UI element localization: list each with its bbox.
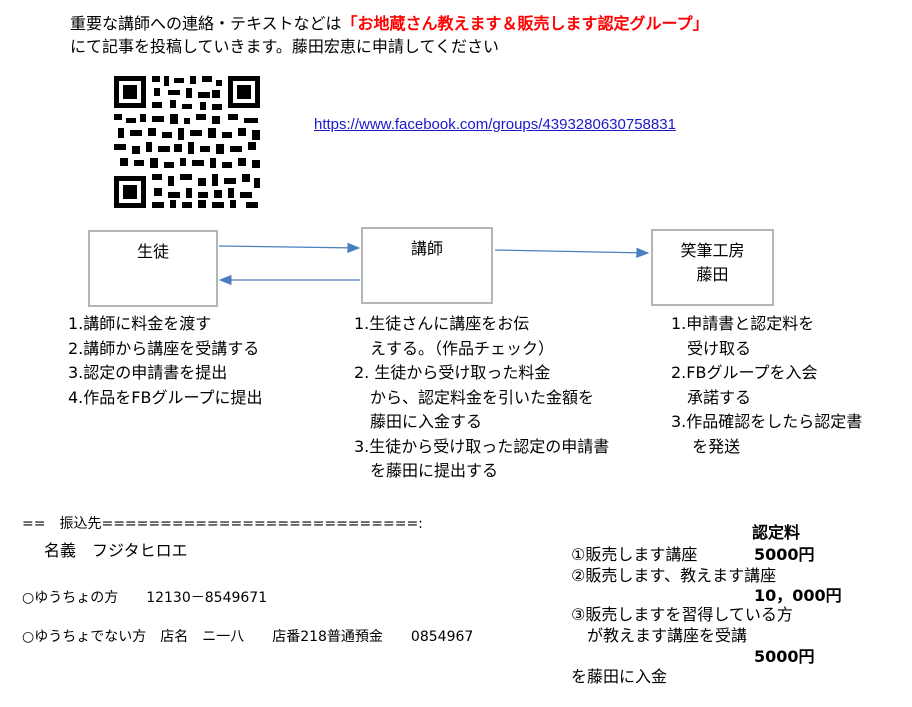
fee-item-3-label-1: ③販売しますを習得している方 bbox=[571, 605, 793, 624]
facebook-group-link[interactable]: https://www.facebook.com/groups/43932806… bbox=[314, 116, 676, 133]
list-item: 3.認定の申請書を提出 bbox=[68, 363, 228, 382]
list-item: 1.生徒さんに講座をお伝 bbox=[354, 314, 530, 333]
account-name: 名義 フジタヒロエ bbox=[44, 541, 188, 560]
list-item: 2. 生徒から受け取った料金 bbox=[354, 363, 551, 382]
fee-title: 認定料 bbox=[752, 523, 801, 542]
other-bank-account: ○ゆうちょでない方 店名 ニ一八 店番218普通預金 0854967 bbox=[22, 629, 474, 645]
fee-footer: を藤田に入金 bbox=[571, 667, 668, 686]
box-studio-label-1: 笑筆工房 bbox=[680, 241, 745, 260]
box-teacher-label: 講師 bbox=[410, 239, 443, 258]
student-steps: 1.講師に料金を渡す 2.講師から講座を受講する 3.認定の申請書を提出 4.作… bbox=[68, 312, 263, 410]
box-student: 生徒 bbox=[88, 230, 218, 307]
list-item: 4.作品をFBグループに提出 bbox=[68, 387, 263, 407]
header-line2: にて記事を投稿していきます。藤田宏恵に申請してください bbox=[70, 37, 499, 56]
qr-code-graphic bbox=[112, 74, 262, 210]
arrow-teacher-to-studio bbox=[494, 247, 650, 258]
list-item: 藤田に入金する bbox=[354, 412, 483, 431]
box-student-label: 生徒 bbox=[136, 242, 169, 261]
header-prefix: 重要な講師への連絡・テキストなどは bbox=[70, 14, 342, 33]
fee-item-3-price: 5000円 bbox=[754, 647, 815, 666]
list-item: 1.講師に料金を渡す bbox=[68, 314, 212, 333]
yucho-account: ○ゆうちょの方 12130－8549671 bbox=[22, 590, 268, 606]
list-item: 承諾する bbox=[671, 387, 752, 407]
list-item: 2.講師から講座を受講する bbox=[68, 338, 260, 358]
fee-item-3-label-2: が教えます講座を受講 bbox=[571, 626, 748, 645]
studio-steps: 1.申請書と認定料を 受け取る 2.FBグループを入会 承諾する 3.作品確認を… bbox=[671, 312, 862, 459]
list-item: 受け取る bbox=[671, 338, 752, 358]
header-line1: 重要な講師への連絡・テキストなどは「お地蔵さん教えます＆販売します認定グループ」 bbox=[70, 13, 709, 35]
bank-divider: == 振込先===========================: bbox=[22, 516, 423, 532]
box-teacher: 講師 bbox=[361, 227, 493, 304]
list-item: 2.FBグループを入会 bbox=[671, 363, 818, 382]
group-name-highlight: 「お地蔵さん教えます＆販売します認定グループ」 bbox=[341, 14, 709, 33]
box-studio: 笑筆工房 藤田 bbox=[651, 229, 774, 306]
list-item: 3.生徒から受け取った認定の申請書 bbox=[354, 436, 610, 456]
fee-item-1-label: ①販売します講座 bbox=[571, 545, 698, 564]
list-item: から、認定料金を引いた金額を bbox=[354, 387, 595, 407]
fee-item-2-label: ②販売します、教えます講座 bbox=[571, 566, 777, 585]
list-item: を藤田に提出する bbox=[354, 461, 499, 480]
fee-item-2-price: 10，000円 bbox=[754, 586, 842, 605]
box-studio-label-2: 藤田 bbox=[696, 265, 729, 284]
qr-code-icon bbox=[112, 74, 262, 210]
list-item: 1.申請書と認定料を bbox=[671, 314, 815, 333]
list-item: えする。（作品チェック） bbox=[354, 338, 555, 358]
teacher-steps: 1.生徒さんに講座をお伝 えする。（作品チェック） 2. 生徒から受け取った料金… bbox=[354, 312, 609, 484]
arrow-student-to-teacher bbox=[218, 242, 361, 254]
list-item: を発送 bbox=[671, 436, 741, 456]
list-item: 3.作品確認をしたら認定書 bbox=[671, 412, 863, 431]
fee-item-1-price: 5000円 bbox=[754, 545, 815, 564]
